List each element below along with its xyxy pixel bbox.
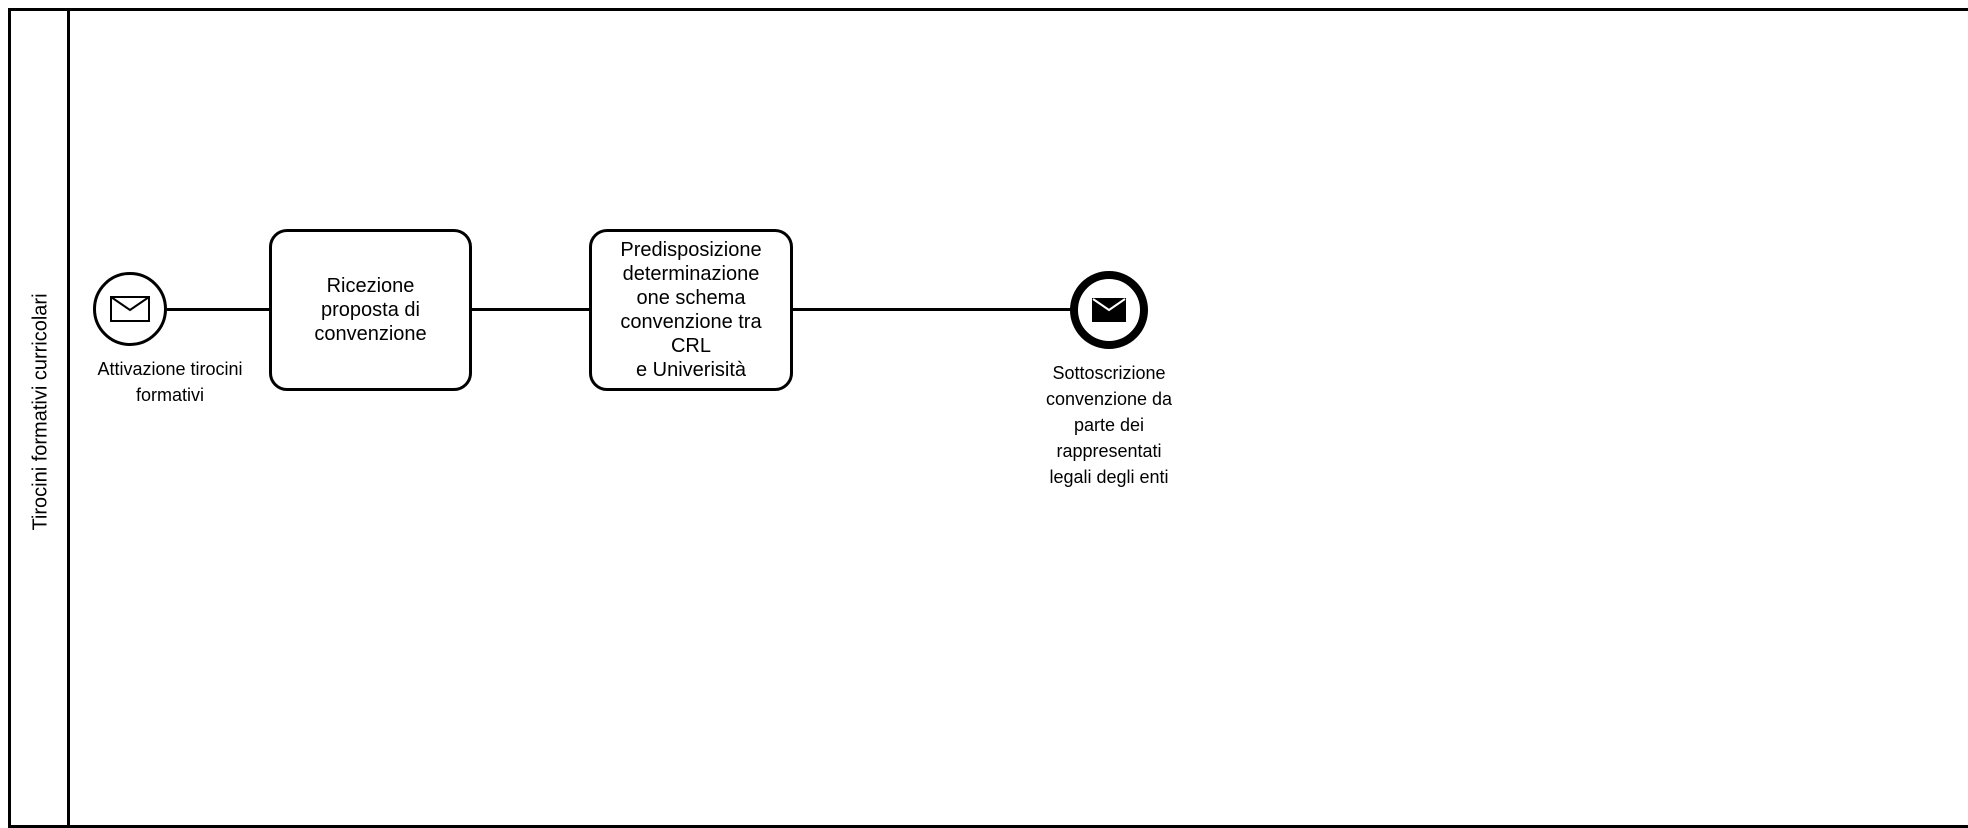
bpmn-diagram: Tirocini formativi curricolari Attivazio… <box>8 8 1968 828</box>
end-event-label: Sottoscrizione convenzione da parte dei … <box>1045 363 1173 487</box>
task-label: Predisposizione determinazione one schem… <box>620 239 762 381</box>
envelope-filled-icon <box>1092 298 1126 322</box>
end-message-event[interactable] <box>1070 271 1148 349</box>
sequence-flow-task2-to-end[interactable] <box>791 308 1072 311</box>
task-predisposizione-determinazione[interactable]: Predisposizione determinazione one schem… <box>589 229 793 391</box>
task-label: Ricezione proposta di convenzione <box>314 275 427 345</box>
envelope-outline-icon <box>110 296 150 322</box>
sequence-flow-start-to-task1[interactable] <box>167 308 271 311</box>
start-event-label: Attivazione tirocini formativi <box>97 359 243 405</box>
task-ricezione-proposta[interactable]: Ricezione proposta di convenzione <box>269 229 472 391</box>
sequence-flow-task1-to-task2[interactable] <box>470 308 592 311</box>
pool-header <box>8 8 70 828</box>
pool-label: Tirocini formativi curricolari <box>29 293 52 531</box>
pool <box>8 8 1968 828</box>
